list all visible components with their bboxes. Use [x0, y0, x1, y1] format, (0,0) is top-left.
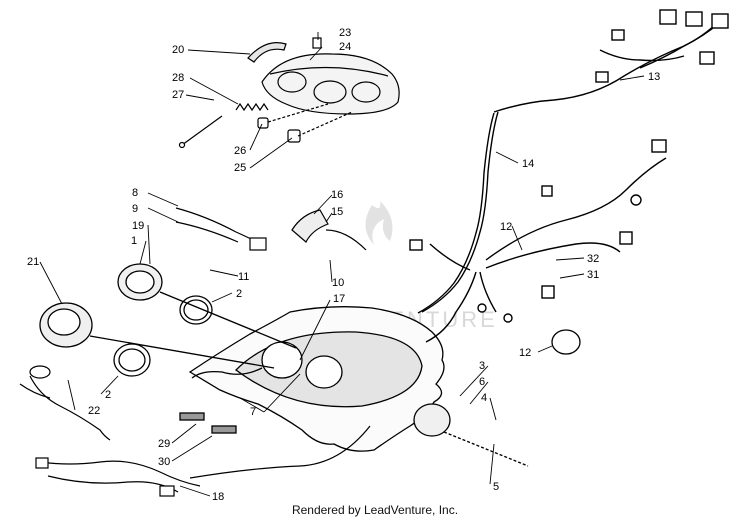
bezel-ring-lower	[113, 343, 151, 377]
callout: 26	[234, 145, 246, 157]
callout: 15	[331, 206, 343, 218]
callout: 21	[27, 256, 39, 268]
callout: 5	[493, 481, 499, 493]
callout: 7	[250, 406, 256, 418]
callout: 30	[158, 456, 170, 468]
grommet-ring	[551, 329, 581, 355]
callout: 24	[339, 41, 351, 53]
wire-harness	[409, 9, 729, 343]
decal-30	[211, 425, 237, 434]
bracket-15	[291, 209, 329, 243]
callout: 4	[481, 392, 487, 404]
callout: 20	[172, 44, 184, 56]
trim-strip	[247, 42, 287, 63]
upper-cluster-assembly	[178, 37, 400, 149]
callout: 12	[500, 221, 512, 233]
callout: 29	[158, 438, 170, 450]
callout: 1	[131, 235, 137, 247]
spring-part	[235, 102, 269, 112]
callout: 22	[88, 405, 100, 417]
leader-lines	[39, 32, 645, 497]
sub-harnesses	[19, 207, 371, 497]
callout: 13	[648, 71, 660, 83]
callout: 32	[587, 253, 599, 265]
callout: 11	[238, 271, 249, 283]
screw-part	[181, 115, 223, 146]
callout: 19	[132, 220, 144, 232]
callout: 6	[479, 376, 485, 388]
clip-part	[312, 37, 322, 49]
callout: 23	[339, 27, 351, 39]
decal-29	[179, 412, 205, 421]
footer-credit: Rendered by LeadVenture, Inc.	[292, 503, 458, 517]
callout: 2	[236, 288, 242, 300]
upper-cluster-housing	[261, 53, 400, 115]
callout: 8	[132, 187, 138, 199]
bezel-ring-upper	[179, 295, 213, 325]
gauge-3	[413, 403, 451, 437]
callout: 3	[479, 360, 485, 372]
callout: 28	[172, 72, 184, 84]
callout: 14	[522, 158, 534, 170]
callout-labels: 1 2 2 3 4 5 6 7 8 9 10 11 12 12 13 14 15…	[27, 27, 660, 503]
callout: 25	[234, 162, 246, 174]
callout: 12	[519, 347, 531, 359]
callout: 18	[212, 491, 224, 503]
callout: 10	[332, 277, 344, 289]
callout: 16	[331, 189, 343, 201]
callout: 17	[333, 293, 345, 305]
callout: 9	[132, 203, 138, 215]
callout: 2	[105, 389, 111, 401]
callout: 27	[172, 89, 184, 101]
callout: 31	[587, 269, 599, 281]
dash-panel-assembly	[39, 263, 581, 467]
